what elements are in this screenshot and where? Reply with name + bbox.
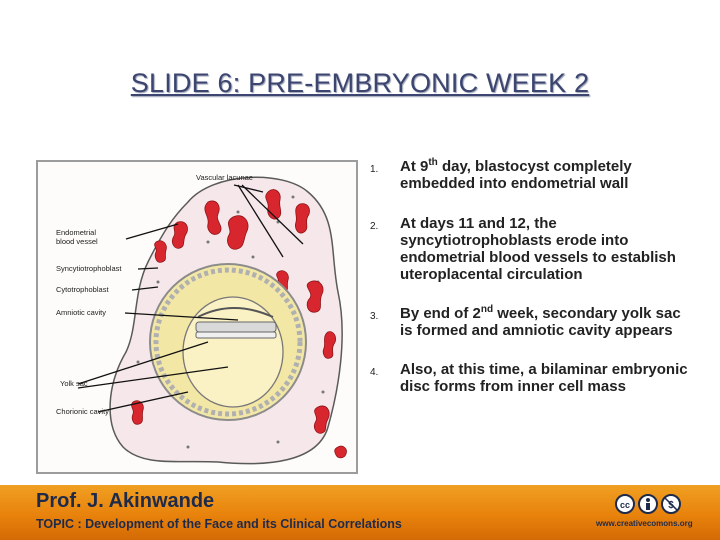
presenter-name: Prof. J. Akinwande xyxy=(36,490,215,512)
slide-title: SLIDE 6: PRE-EMBRYONIC WEEK 2 xyxy=(130,68,590,98)
list-item-number: 2. xyxy=(370,221,379,232)
yolk-sac-label: Yolk sac xyxy=(60,379,88,388)
list-item-text: By end of 2nd week, secondary yolk sac i… xyxy=(400,304,681,340)
amniotic-cavity-label: Amniotic cavity xyxy=(56,308,107,317)
svg-text:cc: cc xyxy=(620,500,630,510)
vascular-lacunae-label: Vascular lacunae xyxy=(196,173,253,182)
chorionic-cavity-label: Chorionic cavity xyxy=(56,407,109,416)
endometrial-vessel-label-line2: blood vessel xyxy=(56,237,98,246)
list-item-number: 4. xyxy=(370,367,379,378)
endometrial-vessel-label-line1: Endometrial xyxy=(56,228,97,237)
creative-commons-icon: cc xyxy=(615,494,635,514)
list-item-number: 3. xyxy=(370,311,379,322)
noncommercial-icon: $ xyxy=(661,494,681,514)
bullet-list: 1. At 9th day, blastocyst completely emb… xyxy=(370,157,690,396)
license-url[interactable]: www.creativecomons.org xyxy=(596,519,693,528)
list-item-text: At 9th day, blastocyst completely embedd… xyxy=(400,157,632,193)
footer-banner: Prof. J. Akinwande TOPIC : Development o… xyxy=(0,485,720,540)
syncytiotrophoblast-label: Syncytiotrophoblast xyxy=(56,264,122,273)
attribution-icon xyxy=(638,494,658,514)
list-item: 3. By end of 2nd week, secondary yolk sa… xyxy=(370,304,690,340)
list-item: 2. At days 11 and 12, the syncytiotropho… xyxy=(370,215,690,283)
cytotrophoblast-label: Cytotrophoblast xyxy=(56,285,109,294)
list-item: 4. Also, at this time, a bilaminar embry… xyxy=(370,361,690,395)
license-badge: cc $ xyxy=(615,494,681,514)
list-item-text: At days 11 and 12, the syncytiotrophobla… xyxy=(400,215,676,283)
embryo-diagram: Vascular lacunae Endometrial blood vesse… xyxy=(36,160,358,474)
list-item-text: Also, at this time, a bilaminar embryoni… xyxy=(400,361,688,395)
svg-text:$: $ xyxy=(668,500,674,511)
implantation-illustration xyxy=(77,176,347,465)
list-item: 1. At 9th day, blastocyst completely emb… xyxy=(370,157,690,193)
list-item-number: 1. xyxy=(370,164,379,175)
topic-text: TOPIC : Development of the Face and its … xyxy=(36,517,402,531)
